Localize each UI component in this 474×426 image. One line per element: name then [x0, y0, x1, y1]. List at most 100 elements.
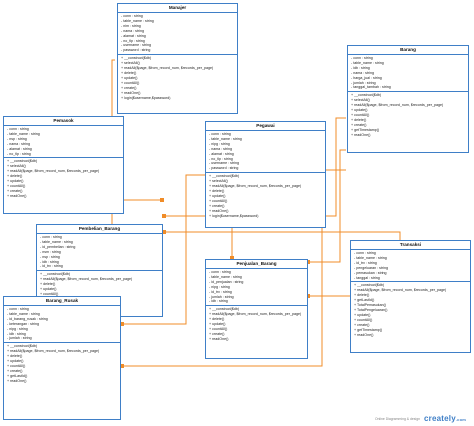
class-title: Pemasok — [4, 117, 123, 126]
method-row: + __construct($db) — [7, 344, 38, 349]
method-row: + countAll() — [209, 326, 228, 331]
method-row: + create() — [121, 85, 137, 90]
attribute-row: - no_tlp : string — [209, 156, 233, 161]
method-row: + update() — [7, 359, 24, 364]
method-list: + __construct($db)+ readAll($page, $from… — [351, 281, 470, 338]
method-row: + readAll($page, $from_record_num, $reco… — [209, 184, 302, 189]
method-row: + __construct($db) — [354, 283, 385, 288]
attribute-row: - nim : string — [121, 23, 141, 28]
class-title: Barang_Rusak — [4, 297, 120, 306]
attribute-row: - table_name : string — [209, 136, 242, 141]
attribute-row: - conn : string — [354, 251, 376, 255]
attribute-row: - alamat : string — [7, 146, 32, 151]
method-row: + countAll() — [7, 183, 26, 188]
method-list: + __construct($db)+ selectAll()+ readAll… — [206, 172, 325, 219]
attribute-row: - idb : string — [351, 65, 370, 70]
method-row: + create() — [7, 368, 23, 373]
attribute-row: - id_trx : string — [40, 264, 63, 269]
attribute-row: - conn : string — [351, 56, 373, 60]
attribute-row: - alamat : string — [121, 33, 146, 38]
method-row: + getTimestamp() — [351, 127, 380, 132]
method-row: + update() — [354, 312, 371, 317]
method-row: + __construct($db) — [351, 93, 382, 98]
attribute-row: - conn : string — [121, 14, 143, 18]
method-row: + selectAll() — [209, 179, 228, 184]
attribute-row: - table_name : string — [40, 239, 73, 244]
attribute-row: - password : string — [209, 166, 239, 171]
method-row: + create() — [7, 188, 23, 193]
attribute-row: - nipg : string — [209, 284, 230, 289]
method-row: + readAll($page, $from_record_num, $reco… — [7, 349, 100, 354]
brand-name: creately — [424, 414, 456, 423]
method-list: + __construct($db)+ selectAll()+ readAll… — [348, 91, 468, 138]
class-title: Barang — [348, 46, 468, 55]
method-row: + update() — [351, 108, 368, 113]
method-row: + TotalPengeluaran() — [354, 307, 388, 312]
method-list: + __construct($db)+ selectAll()+ readAll… — [118, 54, 237, 101]
method-row: + delete() — [7, 174, 23, 179]
method-row: + countAll() — [121, 80, 140, 85]
attribute-row: - idb : string — [40, 259, 59, 264]
class-pegawai[interactable]: Pegawai - conn : string- table_name : st… — [205, 121, 326, 228]
method-row: + selectAll() — [7, 164, 26, 169]
attribute-row: - table_name : string — [121, 18, 154, 23]
method-row: + create() — [351, 122, 367, 127]
attribute-row: - no_tlp : string — [7, 151, 31, 156]
method-row: + readOne() — [7, 378, 27, 383]
attribute-row: - table_name : string — [7, 311, 40, 316]
method-list: + __construct($db)+ readAll($page, $from… — [4, 342, 120, 384]
attribute-row: - id_trx : string — [354, 260, 377, 265]
brand-suffix: .com — [455, 417, 466, 422]
attribute-list: - conn : string- table_name : string- id… — [37, 234, 162, 270]
method-row: + getLastId() — [7, 373, 28, 378]
creately-footer: Online Diagramming & design creately.com — [375, 414, 466, 423]
attribute-list: - conn : string- table_name : string- id… — [348, 55, 468, 91]
class-penjualan-barang[interactable]: Penjualan_Barang - conn : string- table_… — [205, 259, 308, 359]
class-title: Manajer — [118, 4, 237, 13]
attribute-row: - nama : string — [351, 70, 374, 75]
link-barang-penjualan — [308, 149, 346, 263]
attribute-row: - no_tlp : string — [121, 38, 145, 43]
method-row: + delete() — [121, 70, 137, 75]
method-row: + readAll($page, $from_record_num, $reco… — [121, 66, 214, 71]
attribute-row: - table_name : string — [209, 274, 242, 279]
attribute-row: - id_trx : string — [209, 289, 232, 294]
attribute-row: - table_name : string — [354, 255, 387, 260]
attribute-row: - keterangan : string — [7, 321, 39, 326]
method-row: + readAll($page, $from_record_num, $reco… — [209, 312, 302, 317]
class-barang[interactable]: Barang - conn : string- table_name : str… — [347, 45, 469, 153]
class-title: Pembelian_Barang — [37, 225, 162, 234]
method-row: + getLastId() — [354, 298, 375, 303]
footer-note: Online Diagramming & design — [374, 416, 420, 421]
class-title: Transaksi — [351, 241, 470, 250]
attribute-row: - nama : string — [121, 28, 144, 33]
attribute-row: - nama : string — [7, 141, 30, 146]
attribute-row: - table_name : string — [7, 131, 40, 136]
attribute-row: - tanggal_tambah : string — [351, 85, 391, 90]
attribute-row: - conn : string — [209, 270, 231, 274]
attribute-row: - idb : string — [209, 299, 228, 304]
attribute-row: - id_pembelian : string — [40, 244, 76, 249]
method-row: + __construct($db) — [40, 272, 71, 277]
class-pemasok[interactable]: Pemasok - conn : string- table_name : st… — [3, 116, 124, 214]
method-row: + countAll() — [7, 363, 26, 368]
method-row: + readOne() — [354, 332, 374, 337]
method-row: + __construct($db) — [209, 174, 240, 179]
creately-logo[interactable]: creately.com — [424, 414, 466, 423]
class-manajer[interactable]: Manajer - conn : string- table_name : st… — [117, 3, 238, 114]
method-row: + login($username,$password) — [121, 95, 171, 100]
attribute-row: - pemasukan : string — [354, 270, 387, 275]
method-row: + delete() — [351, 117, 367, 122]
link-transaksi-pembelian — [164, 231, 401, 240]
attribute-row: - conn : string — [40, 235, 62, 239]
class-transaksi[interactable]: Transaksi - conn : string- table_name : … — [350, 240, 471, 353]
method-row: + readAll($page, $from_record_num, $reco… — [354, 288, 447, 293]
attribute-row: - table_name : string — [351, 60, 384, 65]
class-title: Pegawai — [206, 122, 325, 131]
class-barang-rusak[interactable]: Barang_Rusak - conn : string- table_name… — [3, 296, 121, 420]
attribute-row: - jumlah : string — [209, 294, 234, 299]
attribute-row: - pengeluaran : string — [354, 265, 388, 270]
link-pegawai-rusak — [122, 174, 205, 325]
attribute-row: - id_barang_rusak : string — [7, 316, 48, 321]
attribute-row: - alamat : string — [209, 151, 234, 156]
